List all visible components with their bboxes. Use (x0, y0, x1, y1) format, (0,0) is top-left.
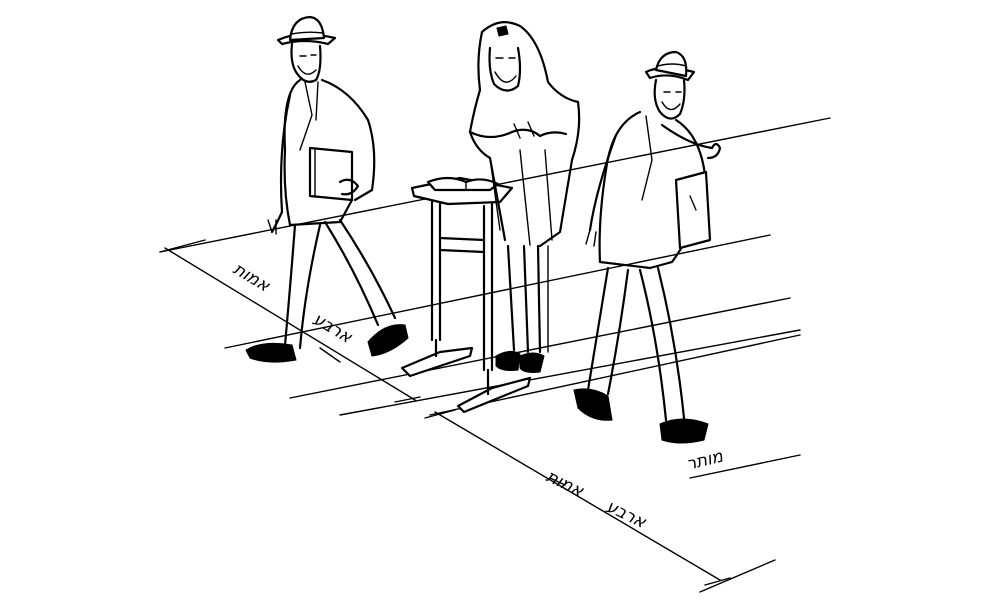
left-walking-man (246, 17, 408, 362)
right-walking-man (574, 52, 720, 443)
label-right-mutar: מותר (684, 446, 725, 474)
label-right-amot: אמות (543, 467, 587, 502)
label-right-arba: ארבע (603, 497, 650, 533)
left-measure-line (160, 240, 420, 402)
label-left-arba: ארבע (309, 309, 355, 348)
